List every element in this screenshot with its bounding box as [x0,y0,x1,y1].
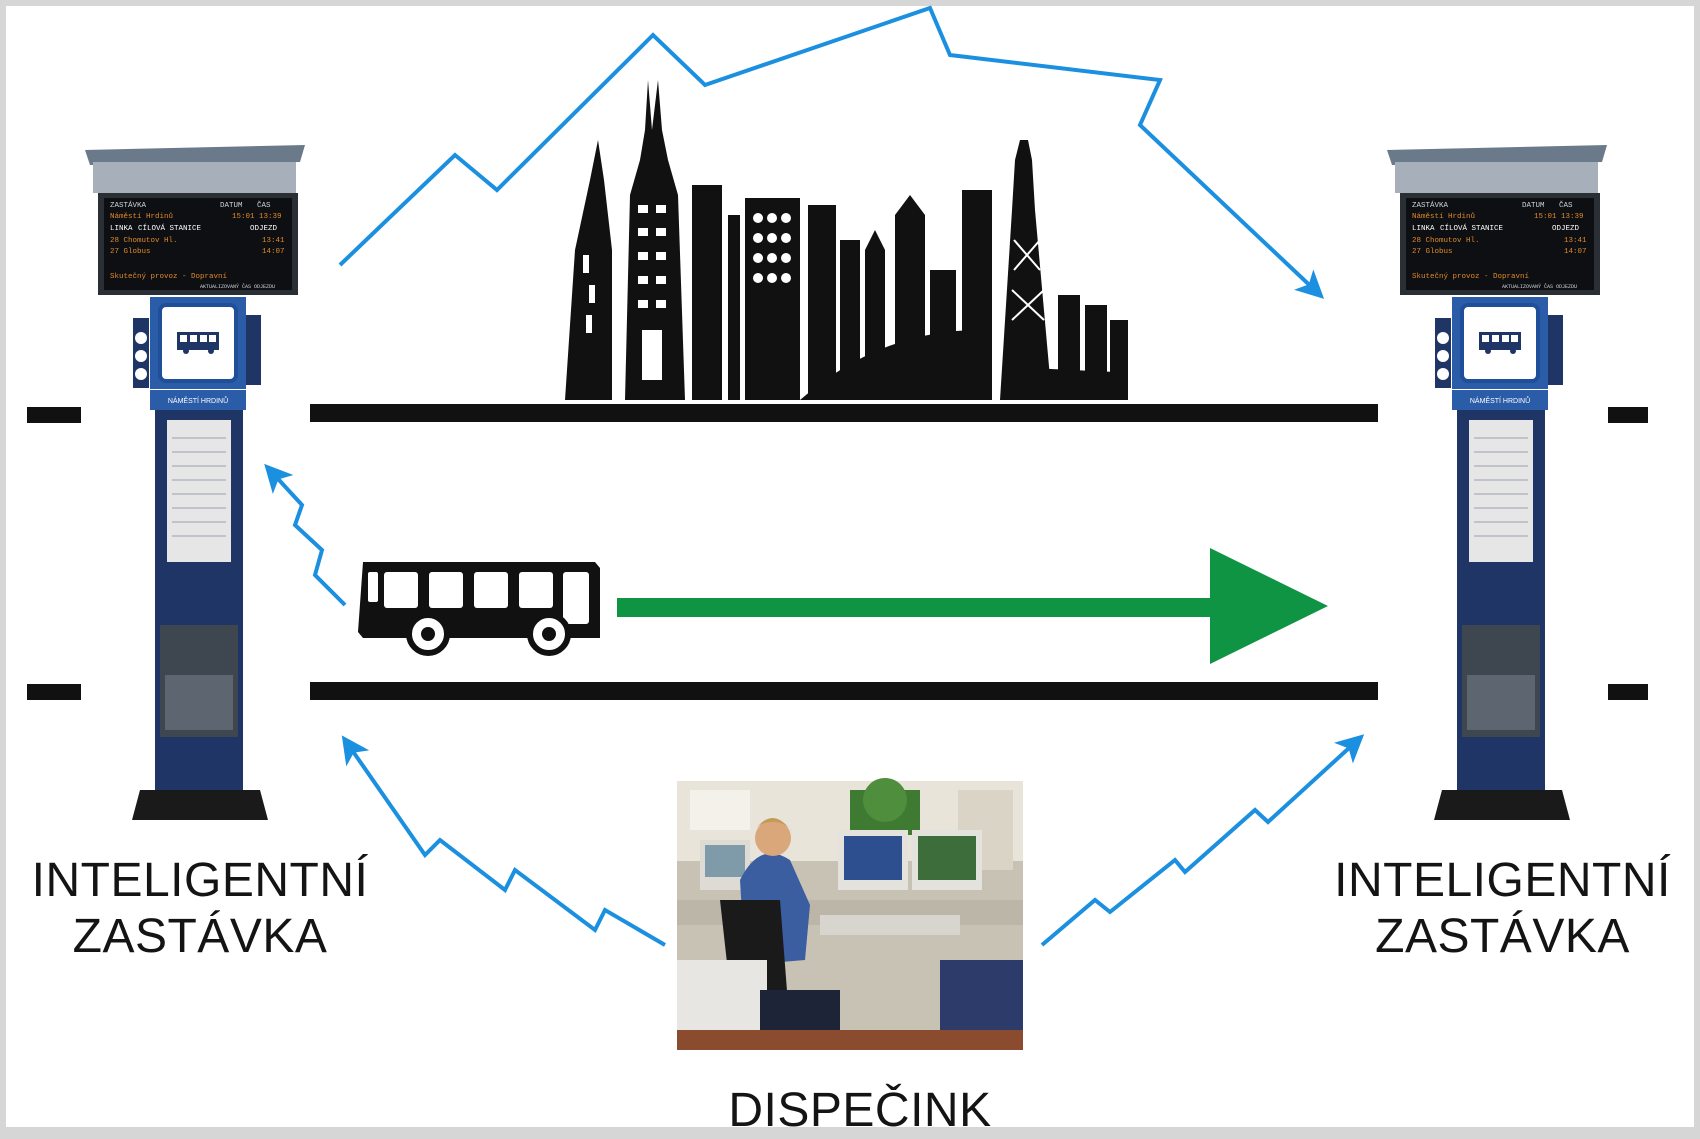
departure-display [1406,198,1594,290]
svg-text:28 Chomutov Hl.: 28 Chomutov Hl. [110,237,178,245]
svg-text:ODJEZD: ODJEZD [1552,225,1580,233]
svg-text:ODJEZD: ODJEZD [250,225,278,233]
svg-text:CÍLOVÁ STANICE: CÍLOVÁ STANICE [138,224,202,233]
svg-text:Skutečný provoz - Dopravní: Skutečný provoz - Dopravní [110,273,228,281]
signal-arrows [264,5,1365,947]
right-stop-label: INTELIGENTNÍ ZASTÁVKA [1305,853,1700,965]
svg-text:NÁMĚSTÍ HRDINŮ: NÁMĚSTÍ HRDINŮ [1470,396,1530,405]
road [27,404,1648,700]
timetable [167,420,231,562]
svg-text:Skutečný provoz - Dopravní: Skutečný provoz - Dopravní [1412,273,1530,281]
departure-display [104,198,292,290]
svg-text:13:41: 13:41 [262,237,285,245]
smart-stop-right: ZASTÁVKA DATUM ČAS Náměstí Hrdinů 15:01 … [1387,145,1607,820]
svg-text:15:01 13:39: 15:01 13:39 [232,213,282,221]
road-top-edge [310,404,1378,422]
svg-text:DATUM: DATUM [1522,202,1545,210]
svg-text:LINKA: LINKA [1412,225,1435,233]
svg-text:ZASTÁVKA: ZASTÁVKA [110,201,147,210]
svg-text:NÁMĚSTÍ HRDINŮ: NÁMĚSTÍ HRDINŮ [168,396,228,405]
svg-text:ZASTÁVKA: ZASTÁVKA [1412,201,1449,210]
signal-dispatch-to-right [1040,734,1365,947]
svg-text:AKTUALIZOVANÝ ČAS ODJEZDU: AKTUALIZOVANÝ ČAS ODJEZDU [1502,283,1577,290]
left-stop-label-line1: INTELIGENTNÍ [31,854,369,907]
dispatch-label: DISPEČINK [728,1084,992,1137]
left-stop-label: INTELIGENTNÍ ZASTÁVKA [0,853,400,965]
svg-text:28 Chomutov Hl.: 28 Chomutov Hl. [1412,237,1480,245]
city-skyline-icon [565,80,1128,400]
svg-text:14:07: 14:07 [262,248,285,256]
left-stop-label-line2: ZASTÁVKA [72,910,328,963]
signal-bus-to-left-stop [264,463,347,607]
signal-dispatch-to-left [341,735,667,947]
svg-text:14:07: 14:07 [1564,248,1587,256]
svg-text:ČAS: ČAS [1559,200,1573,210]
svg-text:13:41: 13:41 [1564,237,1587,245]
road-bottom-edge [310,682,1378,700]
svg-text:DATUM: DATUM [220,202,243,210]
svg-text:CÍLOVÁ STANICE: CÍLOVÁ STANICE [1440,224,1504,233]
dispatcher-photo [677,778,1023,1050]
smart-stop-left: ZASTÁVKA DATUM ČAS Náměstí Hrdinů 15:01 … [85,145,305,820]
bus-direction-arrow [617,548,1328,664]
svg-text:AKTUALIZOVANÝ ČAS ODJEZDU: AKTUALIZOVANÝ ČAS ODJEZDU [200,283,275,290]
svg-text:27 Globus: 27 Globus [1412,248,1453,256]
svg-text:Náměstí Hrdinů: Náměstí Hrdinů [1412,212,1475,221]
signal-over-city [338,5,1325,299]
svg-text:15:01 13:39: 15:01 13:39 [1534,213,1584,221]
right-stop-label-line1: INTELIGENTNÍ [1334,854,1671,907]
bus-icon [358,562,600,656]
svg-text:Náměstí Hrdinů: Náměstí Hrdinů [110,212,173,221]
svg-text:27 Globus: 27 Globus [110,248,151,256]
svg-text:ČAS: ČAS [257,200,271,210]
timetable [1469,420,1533,562]
right-stop-label-line2: ZASTÁVKA [1375,910,1630,963]
svg-text:LINKA: LINKA [110,225,133,233]
